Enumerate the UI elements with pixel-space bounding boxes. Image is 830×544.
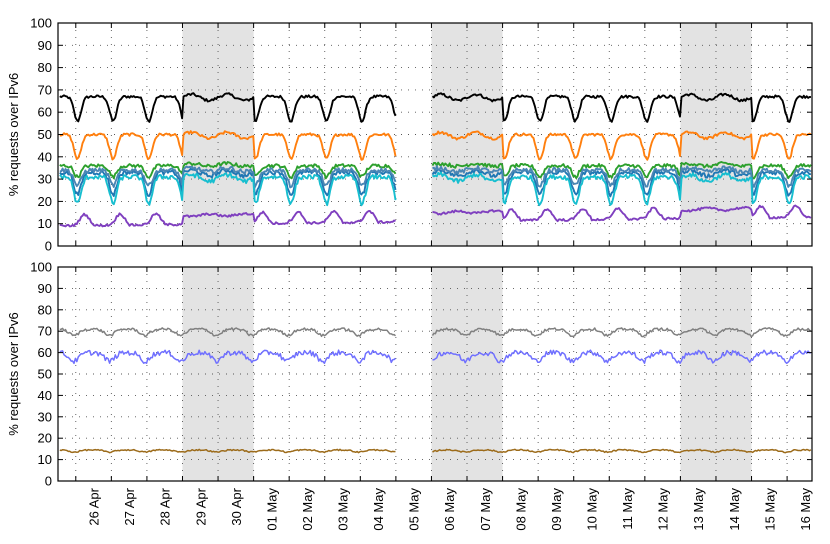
series-line-3 <box>432 448 812 454</box>
x-tick-label: 07 May <box>478 488 493 531</box>
x-tick-label: 12 May <box>656 488 671 531</box>
series-line-5 <box>432 165 812 188</box>
series-line-3 <box>59 161 397 180</box>
y-tick-label: 40 <box>38 149 52 164</box>
series-line-1 <box>431 327 812 338</box>
x-tick-label: 04 May <box>371 488 386 531</box>
y-tick-label: 100 <box>30 16 52 31</box>
y-tick-label: 0 <box>45 474 52 489</box>
x-tick-label: 16 May <box>798 488 813 531</box>
x-tick-label: 13 May <box>691 488 706 531</box>
weekend-shade <box>431 267 503 481</box>
series-line-1 <box>431 92 811 123</box>
y-tick-label: 90 <box>38 281 52 296</box>
y-tick-label: 30 <box>38 172 52 187</box>
x-tick-label: 28 Apr <box>158 487 173 525</box>
series-line-4 <box>59 167 397 197</box>
x-tick-label: 08 May <box>513 488 528 531</box>
x-tick-label: 09 May <box>549 488 564 531</box>
y-tick-label: 30 <box>38 409 52 424</box>
series-line-1 <box>59 92 397 123</box>
y-tick-label: 10 <box>38 452 52 467</box>
series-line-3 <box>431 161 812 180</box>
x-tick-label: 27 Apr <box>122 487 137 525</box>
y-tick-label: 60 <box>38 345 52 360</box>
chart-panel-2: 0 10 20 30 40 50 60 70 80 90 100 % requests over IP… <box>6 260 813 531</box>
y-tick-label: 50 <box>38 127 52 142</box>
x-tick-label: 06 May <box>442 488 457 531</box>
series-line-6 <box>59 172 397 207</box>
y-tick-label: 40 <box>38 388 52 403</box>
y-tick-label: 70 <box>38 324 52 339</box>
weekend-shade <box>182 267 254 481</box>
series-line-5 <box>59 165 397 189</box>
y-tick-label: 50 <box>38 367 52 382</box>
y-tick-label: 80 <box>38 60 52 75</box>
series-line-4 <box>431 167 811 198</box>
y-tick-label: 90 <box>38 38 52 53</box>
x-tick-label: 11 May <box>620 488 635 530</box>
y-tick-label: 60 <box>38 105 52 120</box>
series-line-7 <box>432 204 812 223</box>
y-axis-label: % requests over IPv6 <box>6 73 21 197</box>
series-line-2 <box>432 349 811 365</box>
weekend-shade <box>680 267 752 481</box>
x-tick-label: 30 Apr <box>229 487 244 525</box>
y-tick-label: 20 <box>38 431 52 446</box>
x-tick-label: 03 May <box>336 488 351 531</box>
x-tick-label: 14 May <box>727 488 742 531</box>
y-tick-label: 20 <box>38 194 52 209</box>
series-line-2 <box>59 130 397 161</box>
x-tick-label: 05 May <box>407 488 422 531</box>
y-axis-label: % requests over IPv6 <box>6 312 21 436</box>
series-line-6 <box>431 171 812 207</box>
x-tick-label: 10 May <box>584 488 599 531</box>
y-tick-label: 100 <box>30 260 52 275</box>
series-line-1 <box>59 327 396 338</box>
x-tick-label: 26 Apr <box>87 487 102 525</box>
series-line-7 <box>59 209 396 228</box>
series-line-2 <box>431 130 812 161</box>
x-tick-label: 29 Apr <box>193 487 208 525</box>
series-line-3 <box>59 448 396 454</box>
x-tick-label: 01 May <box>264 488 279 531</box>
y-tick-label: 0 <box>45 239 52 254</box>
series-line-2 <box>59 349 396 365</box>
y-tick-label: 80 <box>38 302 52 317</box>
x-tick-label: 15 May <box>762 488 777 531</box>
x-tick-label: 02 May <box>300 488 315 531</box>
y-tick-label: 70 <box>38 82 52 97</box>
y-tick-label: 10 <box>38 216 52 231</box>
chart-panel-1: 0 10 20 30 40 50 60 70 80 90 100 % requests over IP… <box>6 16 813 254</box>
